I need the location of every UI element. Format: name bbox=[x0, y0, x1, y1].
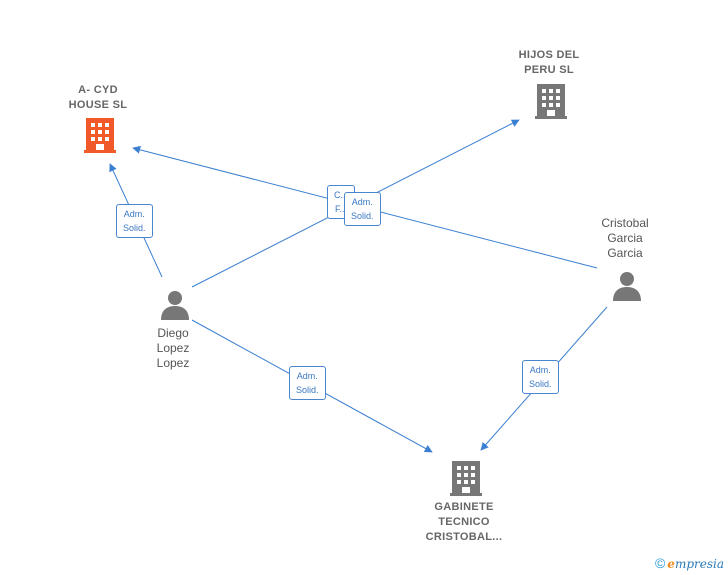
label-line: Garcia bbox=[607, 246, 643, 260]
node-label-hijos[interactable]: HIJOS DEL PERU SL bbox=[499, 48, 599, 78]
brand-logo-text: mpresia bbox=[674, 557, 724, 571]
edge-label-line: Adm. bbox=[529, 365, 551, 375]
copyright-icon: © bbox=[654, 555, 666, 571]
label-line: CRISTOBAL... bbox=[425, 531, 503, 543]
edge-label-line: Adm. bbox=[296, 371, 318, 381]
edge-label-line: F... bbox=[335, 204, 348, 214]
node-label-cristobal[interactable]: Cristobal Garcia Garcia bbox=[585, 216, 665, 261]
node-label-acyd[interactable]: A- CYD HOUSE SL bbox=[48, 83, 148, 113]
edge-label-line: Solid. bbox=[351, 211, 374, 221]
edge-label-cristobal-acyd[interactable]: Adm. Solid. bbox=[344, 192, 381, 226]
building-icon[interactable] bbox=[84, 118, 116, 153]
edge-label-diego-acyd[interactable]: Adm. Solid. bbox=[116, 204, 153, 238]
label-line: Lopez bbox=[156, 341, 190, 355]
label-line: Diego bbox=[157, 326, 189, 340]
label-line: HOUSE SL bbox=[68, 99, 128, 111]
edge-label-line: Solid. bbox=[529, 379, 552, 389]
label-line: GABINETE bbox=[434, 501, 494, 513]
person-icon[interactable] bbox=[613, 272, 641, 301]
label-line: A- CYD bbox=[78, 84, 118, 96]
node-label-gabinete[interactable]: GABINETE TECNICO CRISTOBAL... bbox=[414, 500, 514, 545]
edge-label-line: Solid. bbox=[123, 223, 146, 233]
brand-logo-e: e bbox=[667, 557, 675, 571]
building-icon[interactable] bbox=[535, 84, 567, 119]
edge-label-line: Adm. bbox=[123, 209, 145, 219]
edge-label-line: Solid. bbox=[296, 385, 319, 395]
label-line: Cristobal bbox=[601, 216, 649, 230]
edge-label-cristobal-gabinete[interactable]: Adm. Solid. bbox=[522, 360, 559, 394]
node-label-diego[interactable]: Diego Lopez Lopez bbox=[133, 326, 213, 371]
label-line: Lopez bbox=[156, 356, 190, 370]
label-line: TECNICO bbox=[438, 516, 490, 528]
empresia-watermark: ©empresia bbox=[655, 555, 724, 571]
label-line: Garcia bbox=[607, 231, 643, 245]
label-line: PERU SL bbox=[524, 64, 574, 76]
label-line: HIJOS DEL bbox=[518, 49, 580, 61]
edge-label-diego-gabinete[interactable]: Adm. Solid. bbox=[289, 366, 326, 400]
edge-label-line: Adm. bbox=[351, 197, 373, 207]
building-icon[interactable] bbox=[450, 461, 482, 496]
person-icon[interactable] bbox=[161, 291, 189, 320]
edge-label-line: C... bbox=[334, 190, 349, 200]
